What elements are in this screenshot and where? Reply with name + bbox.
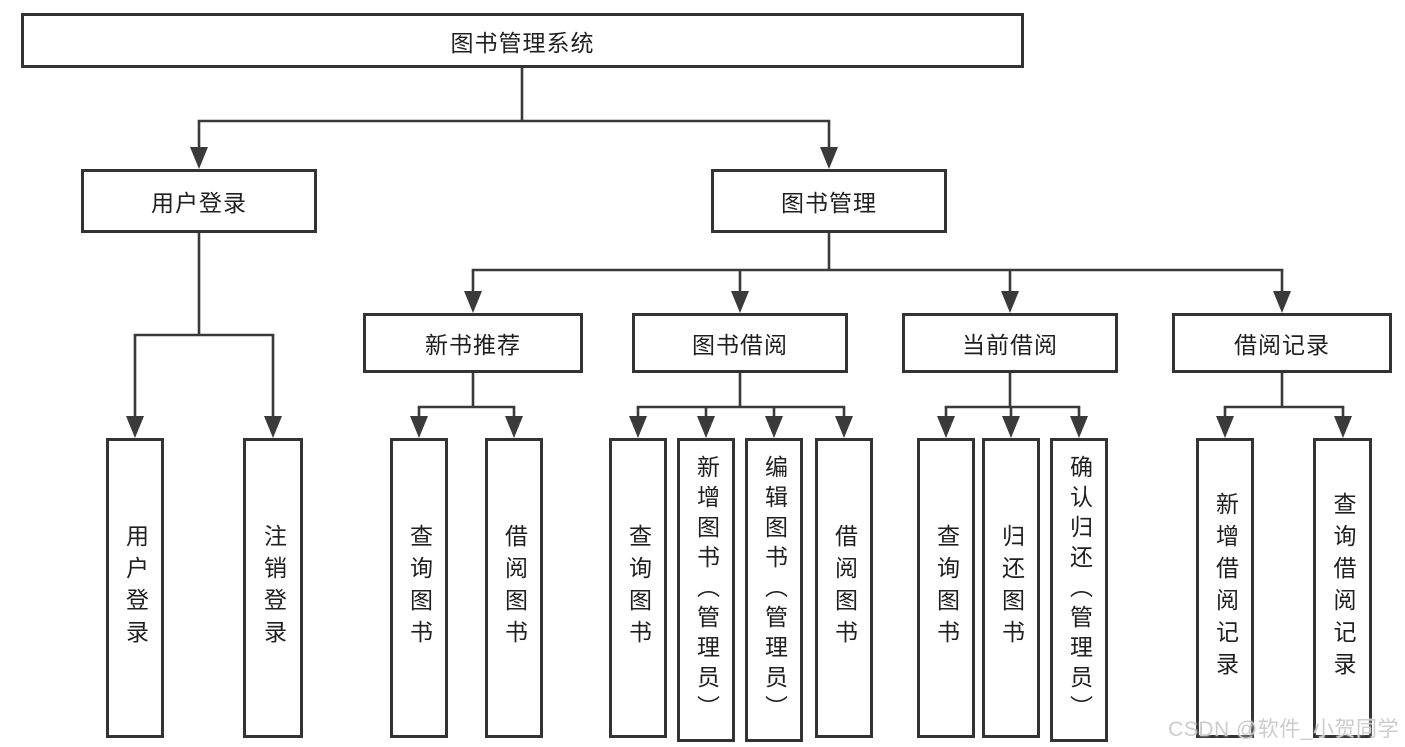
node-book-borrowing-label: 图书借阅 — [692, 332, 788, 358]
node-user-login: 用户登录 — [81, 169, 317, 233]
node-borrow-books-under-recommend: 借阅图书 — [485, 438, 543, 738]
node-add-book-admin: 新增图书（管理员） — [677, 438, 735, 742]
node-book-management: 图书管理 — [711, 169, 947, 233]
node-current-borrowing-label: 当前借阅 — [962, 332, 1058, 358]
node-root-label: 图书管理系统 — [450, 29, 595, 56]
node-book-borrowing: 图书借阅 — [632, 313, 848, 373]
node-borrow-records-label: 借阅记录 — [1234, 332, 1330, 358]
csdn-watermark: CSDN @软件_小贺同学 — [1168, 718, 1399, 741]
node-query-books-under-borrowing: 查询图书 — [609, 438, 667, 738]
node-logout-leaf: 注销登录 — [243, 438, 303, 738]
node-new-book-recommend-label: 新书推荐 — [425, 332, 521, 358]
leaf-label: 查询借阅记录 — [1330, 492, 1356, 684]
node-borrow-books-under-borrowing: 借阅图书 — [815, 438, 873, 738]
leaf-label: 注销登录 — [260, 524, 287, 652]
leaf-label: 新增图书（管理员） — [693, 455, 720, 725]
node-confirm-return-admin: 确认归还（管理员） — [1050, 438, 1108, 742]
leaf-label: 确认归还（管理员） — [1066, 455, 1093, 725]
leaf-label: 借阅图书 — [831, 524, 858, 652]
node-edit-book-admin: 编辑图书（管理员） — [745, 438, 803, 742]
node-return-books: 归还图书 — [982, 438, 1040, 738]
leaf-label: 归还图书 — [998, 524, 1025, 652]
leaf-label: 用户登录 — [122, 524, 149, 652]
node-borrow-records: 借阅记录 — [1172, 313, 1392, 373]
node-add-borrow-record: 新增借阅记录 — [1196, 438, 1254, 738]
leaf-label: 新增借阅记录 — [1212, 492, 1239, 684]
node-query-books-under-current: 查询图书 — [917, 438, 975, 738]
node-query-books-under-recommend: 查询图书 — [390, 438, 448, 738]
node-user-login-label: 用户登录 — [151, 190, 247, 216]
node-current-borrowing: 当前借阅 — [902, 313, 1118, 373]
node-user-login-leaf: 用户登录 — [106, 438, 164, 738]
leaf-label: 查询图书 — [933, 524, 960, 652]
node-root: 图书管理系统 — [21, 13, 1024, 68]
leaf-label: 编辑图书（管理员） — [761, 455, 788, 725]
node-new-book-recommend: 新书推荐 — [363, 313, 583, 373]
node-query-borrow-record: 查询借阅记录 — [1313, 438, 1372, 738]
node-book-management-label: 图书管理 — [781, 190, 877, 216]
leaf-label: 查询图书 — [625, 524, 652, 652]
leaf-label: 借阅图书 — [501, 524, 528, 652]
leaf-label: 查询图书 — [406, 524, 433, 652]
